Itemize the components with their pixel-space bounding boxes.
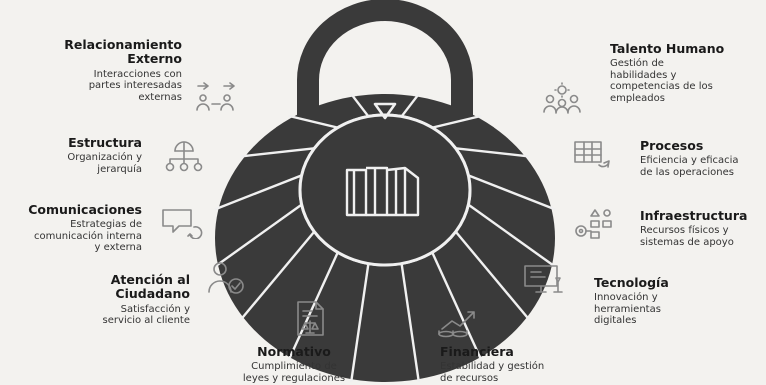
title-atencion: Atención al Ciudadano	[103, 273, 190, 302]
money-growth-icon	[434, 303, 480, 339]
label-comunicaciones: Comunicaciones Estrategias de comunicaci…	[28, 203, 142, 254]
label-normativo: Normativo Cumplimiento de leyes y regula…	[224, 345, 364, 384]
people-settings-icon	[542, 82, 582, 114]
desc-normativo: Cumplimiento de leyes y regulaciones	[224, 361, 364, 384]
title-procesos: Procesos	[640, 139, 739, 153]
desc-financiera: Estabilidad y gestión de recursos	[440, 361, 544, 384]
label-tecnologia: Tecnología Innovación y herramientas dig…	[594, 276, 669, 327]
desc-procesos: Eficiencia y eficacia de las operaciones	[640, 155, 739, 178]
org-chart-icon	[162, 139, 206, 173]
title-estructura: Estructura	[67, 136, 142, 150]
label-infraestructura: Infraestructura Recursos físicos y siste…	[640, 209, 747, 248]
title-relacionamiento: Relacionamiento Externo	[64, 38, 182, 67]
person-check-icon	[206, 260, 248, 296]
title-financiera: Financiera	[440, 345, 544, 359]
desc-atencion: Satisfacción y servicio al cliente	[103, 304, 190, 327]
desc-tecnologia: Innovación y herramientas digitales	[594, 292, 669, 327]
label-atencion: Atención al Ciudadano Satisfacción y ser…	[103, 273, 190, 327]
title-tecnologia: Tecnología	[594, 276, 669, 290]
label-estructura: Estructura Organización y jerarquía	[67, 136, 142, 175]
chat-bubble-icon	[160, 207, 204, 239]
desc-talento: Gestión de habilidades y competencias de…	[610, 58, 724, 104]
title-normativo: Normativo	[224, 345, 364, 359]
desc-relacionamiento: Interacciones con partes interesadas ext…	[64, 69, 182, 104]
people-exchange-icon	[194, 82, 238, 112]
process-table-icon	[572, 139, 612, 171]
title-talento: Talento Humano	[610, 42, 724, 56]
infrastructure-icon	[573, 207, 613, 241]
monitor-icon	[522, 262, 566, 298]
desc-estructura: Organización y jerarquía	[67, 152, 142, 175]
label-talento: Talento Humano Gestión de habilidades y …	[610, 42, 724, 104]
desc-infraestructura: Recursos físicos y sistemas de apoyo	[640, 225, 747, 248]
label-relacionamiento: Relacionamiento Externo Interacciones co…	[64, 38, 182, 103]
title-comunicaciones: Comunicaciones	[28, 203, 142, 217]
label-procesos: Procesos Eficiencia y eficacia de las op…	[640, 139, 739, 178]
desc-comunicaciones: Estrategias de comunicación interna y ex…	[28, 219, 142, 254]
title-infraestructura: Infraestructura	[640, 209, 747, 223]
label-financiera: Financiera Estabilidad y gestión de recu…	[440, 345, 544, 384]
document-scale-icon	[292, 299, 334, 339]
